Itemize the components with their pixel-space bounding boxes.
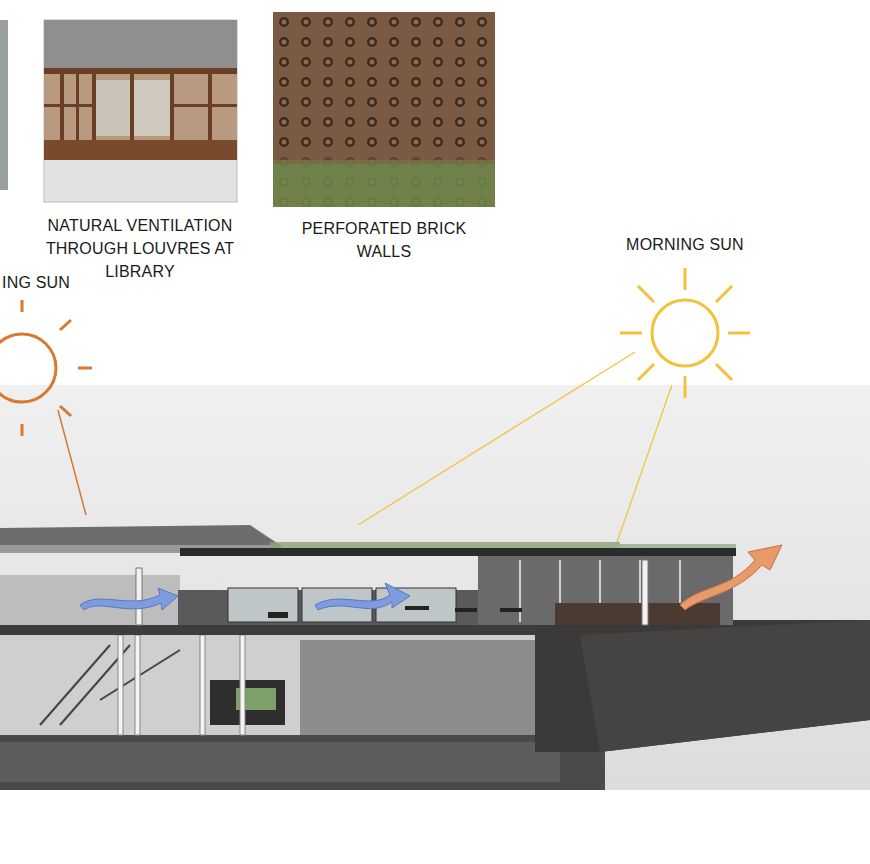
sun-symbol [0,300,92,436]
annotation-label: MORNING SUN [595,233,775,256]
sun-ray [58,410,86,515]
sun-ray [358,352,635,525]
sun-symbol [620,268,750,398]
photo-edge [0,20,8,190]
sun-ray [615,385,672,548]
louvre-photo [44,20,237,202]
annotation-label: ING SUN [2,271,92,294]
building-section [0,525,870,790]
airflow-arrow [680,545,782,610]
airflow-arrow [80,583,410,610]
brick-photo [273,12,495,207]
annotation-label: PERFORATED BRICK WALLS [282,217,487,263]
annotation-label: NATURAL VENTILATION THROUGH LOUVRES AT L… [24,214,256,283]
sky-band [0,385,870,790]
